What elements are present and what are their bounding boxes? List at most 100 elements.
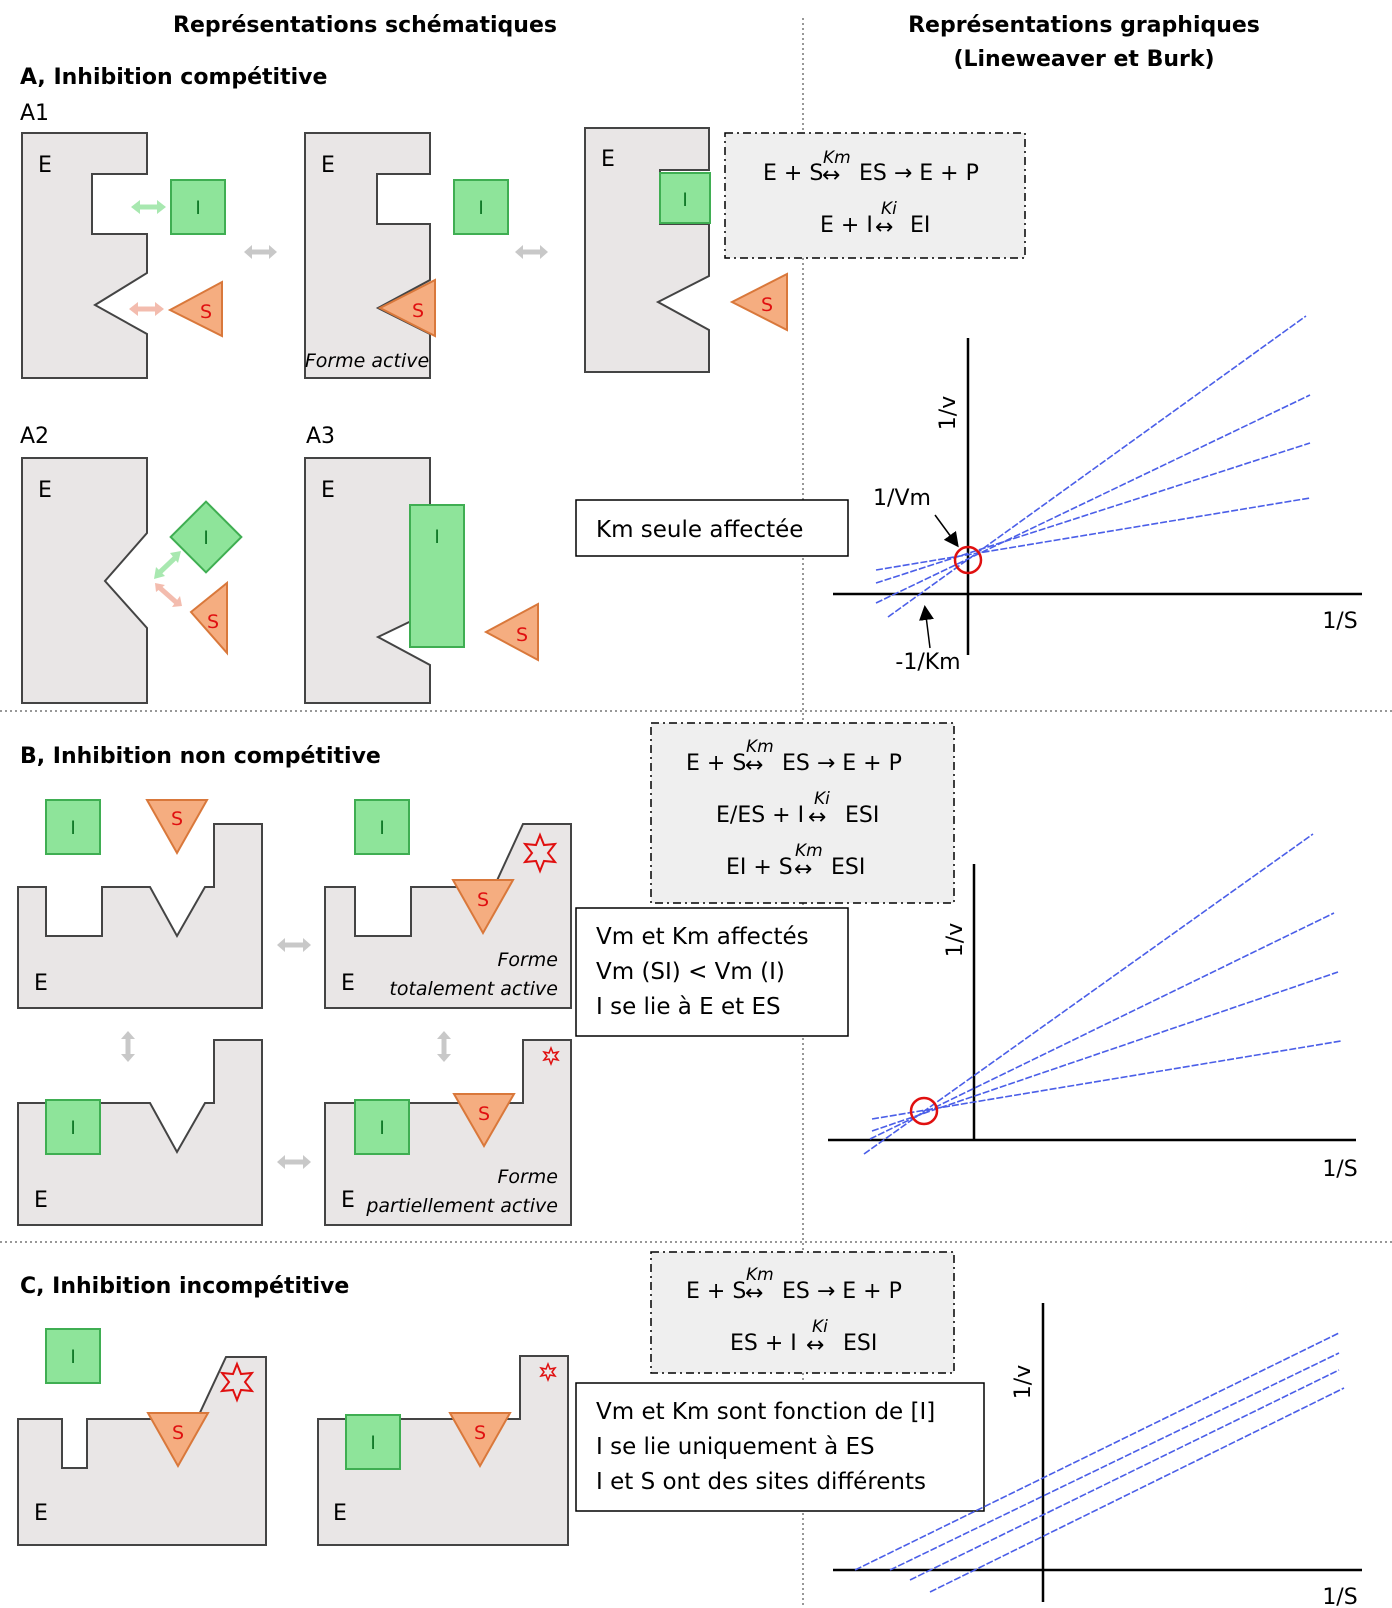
plot-line <box>889 1352 1340 1571</box>
substrate-label: S <box>171 808 183 830</box>
enzyme-shape <box>304 132 431 379</box>
substrate-label: S <box>474 1422 486 1444</box>
equation-constant: Km <box>823 148 851 168</box>
equation-left: E + S <box>686 751 746 776</box>
note-b-line3: I se lie à E et ES <box>596 994 781 1020</box>
substrate-triangle <box>483 602 539 662</box>
inhibitor-label: I <box>478 197 484 219</box>
equation-double-arrow: ↔ <box>875 215 893 240</box>
enzyme-label: E <box>34 971 48 996</box>
inhibitor-square <box>345 1414 401 1470</box>
note-c-line3: I et S ont des sites différents <box>596 1469 926 1495</box>
enzyme-shape <box>317 1355 569 1546</box>
x-axis-label: 1/S <box>1322 1157 1357 1182</box>
enzyme-label: E <box>321 153 335 178</box>
equilibrium-arrow-heads <box>277 1155 311 1169</box>
equation-constant: Km <box>746 1265 774 1285</box>
equilibrium-arrow-heads <box>244 245 277 259</box>
enzyme-shape <box>17 1039 263 1226</box>
plot-line <box>929 1387 1345 1593</box>
label-minus-1-km: -1/Km <box>895 650 960 675</box>
double-arrow-heads <box>129 302 164 316</box>
inhibitor-square <box>170 179 226 235</box>
lineweaver-burk-plot-a: 1/v 1/S 1/Vm -1/Km <box>833 315 1362 675</box>
equation-left: E + I <box>820 213 873 238</box>
inhibitor-square <box>659 172 711 224</box>
equation-left: E/ES + I <box>716 803 804 828</box>
substrate-label: S <box>412 300 424 322</box>
inhibitor-diamond <box>169 500 243 574</box>
equation-right: ESI <box>845 803 879 828</box>
inhibitor-label: I <box>434 526 440 548</box>
plot-line <box>871 1040 1342 1120</box>
enzyme-shape <box>584 127 710 373</box>
lineweaver-burk-plot-c: 1/v 1/S <box>833 1303 1362 1608</box>
inhibitor-square <box>45 1328 101 1384</box>
enzyme-label: E <box>38 478 52 503</box>
inhibitor-label: I <box>70 817 76 839</box>
substrate-triangle <box>448 1412 512 1469</box>
note-box-b <box>575 907 849 1037</box>
plot-line <box>875 394 1311 604</box>
activity-star-icon <box>539 1361 557 1383</box>
equation-constant: Ki <box>814 789 830 809</box>
inhibitor-label: I <box>379 1117 385 1139</box>
equation-constant: Km <box>746 737 774 757</box>
substrate-triangle <box>146 1412 210 1469</box>
y-axis-label: 1/v <box>943 923 968 957</box>
intercept-circle <box>953 545 983 575</box>
enzyme-shape <box>17 823 263 1009</box>
substrate-triangle <box>452 1093 516 1149</box>
inhibitor-square <box>354 1099 410 1155</box>
plot-line <box>875 442 1311 584</box>
plot-line <box>909 1369 1340 1581</box>
substrate-triangle <box>167 280 223 338</box>
substrate-label: S <box>761 294 773 316</box>
activity-star-icon <box>219 1361 255 1403</box>
section-b-title: B, Inhibition non compétitive <box>20 744 381 769</box>
equation-double-arrow: ↔ <box>822 163 840 188</box>
equilibrium-arrow-heads <box>515 245 548 259</box>
inhibitor-label: I <box>195 197 201 219</box>
substrate-triangle <box>451 879 515 936</box>
form-total-line2: totalement active <box>389 978 558 1000</box>
equation-constant: Ki <box>881 199 897 219</box>
plot-line <box>863 833 1314 1155</box>
inhibitor-label: I <box>682 189 688 211</box>
equation-right: ES → E + P <box>782 751 902 776</box>
equation-right: ESI <box>831 855 865 880</box>
inhibitor-square <box>45 1099 101 1155</box>
note-c-line1: Vm et Km sont fonction de [I] <box>596 1399 935 1425</box>
equation-left: E + S <box>763 161 823 186</box>
header-graphic-1: Représentations graphiques <box>908 13 1260 38</box>
double-arrow-heads <box>131 200 166 214</box>
equation-double-arrow: ↔ <box>806 1333 824 1358</box>
header-graphic-2: (Lineweaver et Burk) <box>953 47 1214 72</box>
double-arrow <box>158 586 179 605</box>
equilibrium-arrow-heads <box>437 1031 451 1062</box>
x-axis-label: 1/S <box>1322 609 1357 634</box>
form-partial-line1: Forme <box>497 1166 558 1188</box>
inhibitor-label: I <box>203 527 209 549</box>
form-total-line1: Forme <box>497 949 558 971</box>
enzyme-label: E <box>601 147 615 172</box>
equation-right: ES → E + P <box>782 1279 902 1304</box>
enzyme-label: E <box>341 971 355 996</box>
equation-box-c <box>650 1251 955 1374</box>
equation-constant: Ki <box>812 1317 828 1337</box>
enzyme-shape <box>324 1039 572 1226</box>
plot-line <box>887 315 1307 618</box>
plot-line <box>869 912 1335 1140</box>
lineweaver-burk-plot-b: 1/v 1/S <box>828 833 1358 1182</box>
substrate-triangle <box>189 580 228 656</box>
inhibitor-square <box>45 799 101 855</box>
pointer-arrow <box>934 514 959 548</box>
equation-box-b <box>650 722 955 904</box>
active-form-caption: Forme active <box>305 350 429 372</box>
equation-box-a <box>724 132 1026 259</box>
plot-line <box>875 497 1311 571</box>
activity-star-icon <box>522 832 558 874</box>
equilibrium-arrow-heads <box>277 938 311 952</box>
substrate-label: S <box>172 1422 184 1444</box>
equation-left: ES + I <box>730 1331 797 1356</box>
